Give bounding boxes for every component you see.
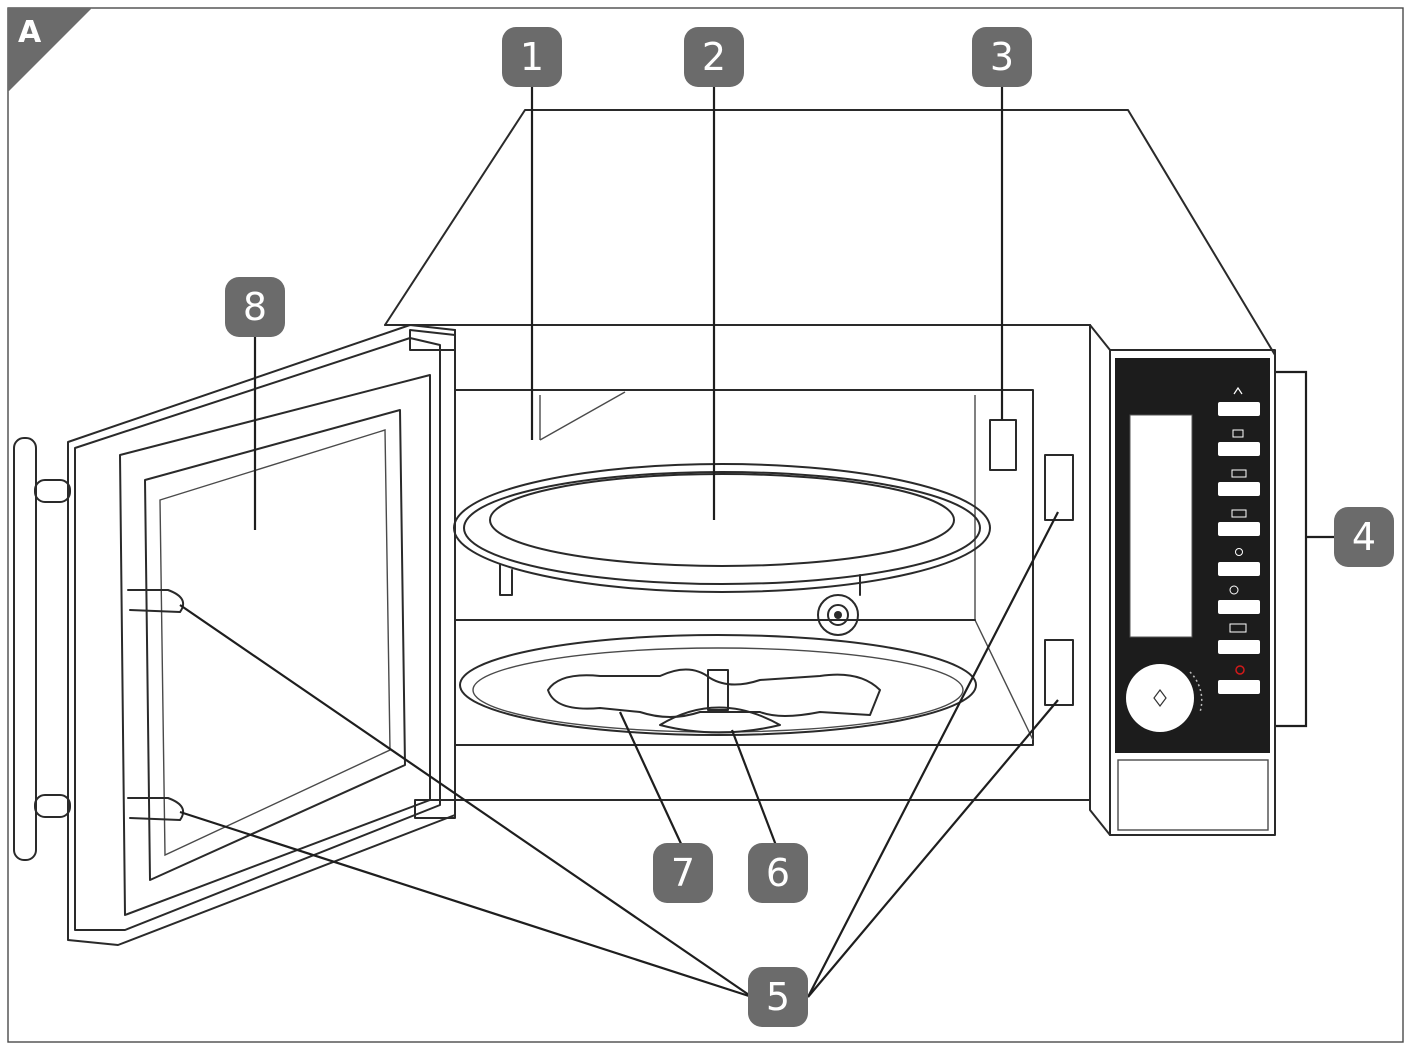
callout-1-label: 1: [520, 35, 544, 79]
microwave-button[interactable]: [1218, 442, 1260, 456]
callout-6: 6: [748, 843, 808, 903]
convection-icon: [1235, 548, 1243, 556]
weight-defrost-icon: [1229, 623, 1247, 633]
wire-rack: [453, 463, 991, 596]
waveguide-cover: [989, 419, 1017, 471]
callout-6-label: 6: [766, 851, 790, 895]
door-handle[interactable]: [13, 437, 37, 861]
callout-3: 3: [972, 27, 1032, 87]
callout-5: 5: [748, 967, 808, 1027]
panel-buttons: [1218, 402, 1260, 694]
callout-8: 8: [225, 277, 285, 337]
callout-7: 7: [653, 843, 713, 903]
combi-1-icon: [1231, 469, 1247, 478]
callout-1: 1: [502, 27, 562, 87]
stop-cancel-icon: [1235, 665, 1245, 675]
rotation-coupler: [817, 594, 859, 636]
callout-3-label: 3: [990, 35, 1014, 79]
stop-cancel-button[interactable]: [1218, 680, 1260, 694]
roller-ring: [547, 668, 881, 718]
combi-2-button[interactable]: [1218, 522, 1260, 536]
grill-button[interactable]: [1218, 402, 1260, 416]
callout-4: 4: [1334, 507, 1394, 567]
timer-clock-button[interactable]: [1218, 600, 1260, 614]
turntable-assembly: [459, 634, 977, 736]
callout-8-label: 8: [243, 285, 267, 329]
control-panel: [1089, 324, 1276, 836]
callout-4-label: 4: [1352, 515, 1376, 559]
start-dial[interactable]: [1126, 664, 1194, 732]
corner-label: A: [18, 15, 42, 50]
grill-icon: [1233, 386, 1243, 395]
door-hook-upper: [127, 589, 184, 613]
callout-2-label: 2: [702, 35, 726, 79]
weight-defrost-button[interactable]: [1218, 640, 1260, 654]
turntable-shaft-base: [659, 706, 781, 734]
figure-frame: [7, 7, 1404, 1043]
combi-2-icon: [1231, 509, 1247, 518]
corner-tab: A: [8, 8, 92, 92]
callout-5-label: 5: [766, 975, 790, 1019]
door-window: [144, 409, 406, 881]
callout-7-label: 7: [671, 851, 695, 895]
start-dial-icon: [1153, 689, 1167, 707]
microwave-icon: [1232, 429, 1244, 438]
door-latch-openings: [1044, 454, 1074, 706]
callout-2: 2: [684, 27, 744, 87]
door: [13, 324, 456, 946]
combi-1-button[interactable]: [1218, 482, 1260, 496]
display-window: [1129, 414, 1193, 638]
panel-icons: [1229, 386, 1247, 675]
convection-button[interactable]: [1218, 562, 1260, 576]
turntable-shaft: [707, 669, 729, 711]
door-hook-lower: [127, 797, 184, 821]
timer-clock-icon: [1229, 585, 1239, 595]
leader-lines: [179, 84, 1334, 999]
